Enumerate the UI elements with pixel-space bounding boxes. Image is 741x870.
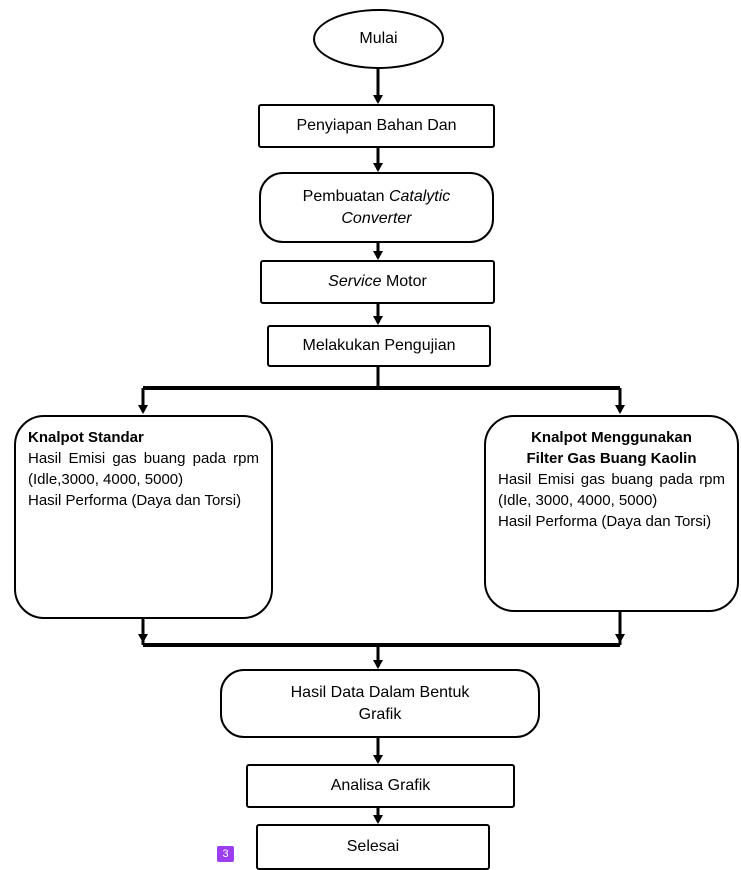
step-graph-analysis: Analisa Grafik bbox=[246, 764, 515, 808]
arrowhead bbox=[615, 405, 625, 414]
branch-standard-exhaust: Knalpot Standar Hasil Emisi gas buang pa… bbox=[14, 415, 273, 619]
arrowhead bbox=[373, 755, 383, 764]
arrowhead bbox=[373, 95, 383, 104]
arrowhead bbox=[373, 815, 383, 824]
arrowhead bbox=[138, 634, 148, 643]
arrowhead bbox=[373, 163, 383, 172]
end-label: Selesai bbox=[346, 838, 400, 855]
step-graph-analysis-label: Analisa Grafik bbox=[330, 777, 431, 794]
step-testing-label: Melakukan Pengujian bbox=[302, 337, 456, 354]
step-catalytic-converter: Pembuatan Catalytic Converter bbox=[259, 172, 494, 243]
branch-standard-performance: Hasil Performa (Daya dan Torsi) bbox=[28, 492, 242, 509]
arrowhead bbox=[615, 634, 625, 643]
step-testing: Melakukan Pengujian bbox=[267, 325, 491, 367]
end-terminal: Selesai bbox=[256, 824, 490, 870]
start-label: Mulai bbox=[359, 30, 398, 47]
step-graph-data-line2: Grafik bbox=[358, 705, 402, 723]
branch-kaolin-emission: Hasil Emisi gas buang pada rpm (Idle, 30… bbox=[498, 471, 725, 509]
arrowhead bbox=[373, 251, 383, 260]
branch-standard-title: Knalpot Standar bbox=[28, 429, 144, 446]
start-terminal: Mulai bbox=[313, 9, 444, 69]
step-preparation: Penyiapan Bahan Dan bbox=[258, 104, 495, 148]
branch-kaolin-title-2: Filter Gas Buang Kaolin bbox=[526, 450, 697, 467]
branch-standard-emission: Hasil Emisi gas buang pada rpm (Idle,300… bbox=[28, 450, 259, 488]
step-catalytic-line1: Pembuatan Catalytic bbox=[302, 187, 451, 205]
step-service-motor: Service Motor bbox=[260, 260, 495, 304]
branch-kaolin-title-1: Knalpot Menggunakan bbox=[531, 429, 692, 446]
step-graph-data-line1: Hasil Data Dalam Bentuk bbox=[290, 683, 470, 701]
step-preparation-label: Penyiapan Bahan Dan bbox=[296, 117, 457, 134]
page-badge: 3 bbox=[217, 846, 234, 862]
branch-kaolin-filter: Knalpot Menggunakan Filter Gas Buang Kao… bbox=[484, 415, 739, 612]
step-graph-data: Hasil Data Dalam Bentuk Grafik bbox=[220, 669, 540, 738]
arrowhead bbox=[138, 405, 148, 414]
arrowhead bbox=[373, 316, 383, 325]
branch-kaolin-performance: Hasil Performa (Daya dan Torsi) bbox=[498, 513, 712, 530]
step-catalytic-line2: Converter bbox=[341, 209, 412, 227]
arrowhead bbox=[373, 660, 383, 669]
